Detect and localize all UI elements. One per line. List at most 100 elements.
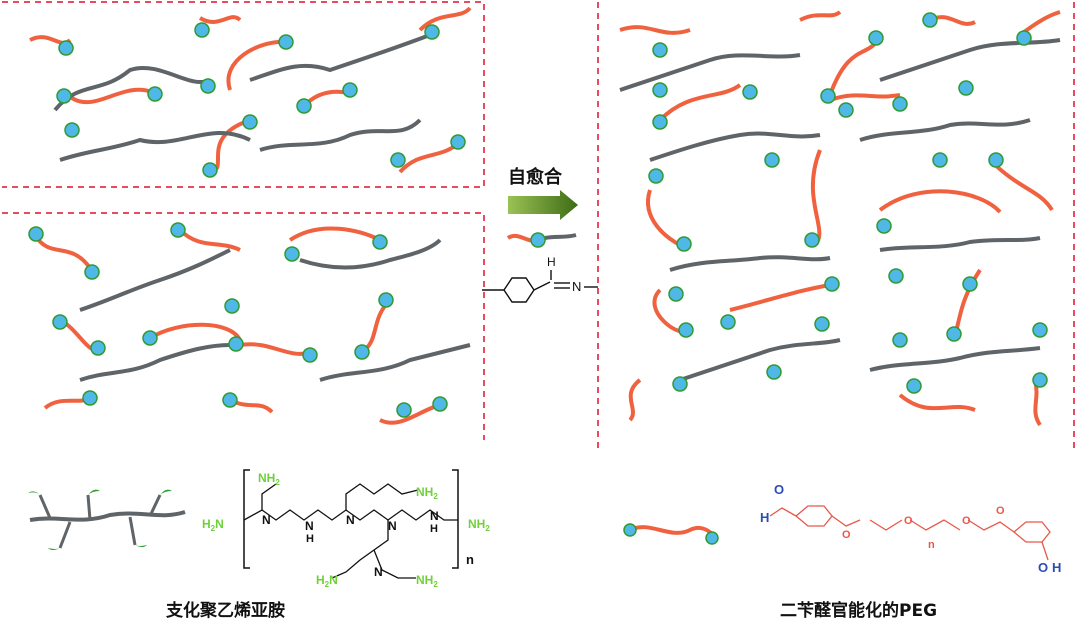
aldehyde-end-bead bbox=[90, 340, 106, 356]
aldehyde-end-bead bbox=[1032, 322, 1048, 338]
aldehyde-end-bead bbox=[450, 134, 466, 150]
aldehyde-end-bead bbox=[284, 246, 300, 262]
aldehyde-end-bead bbox=[676, 236, 692, 252]
pei-n-atom: N bbox=[346, 513, 355, 527]
pei-backbone bbox=[869, 346, 1041, 372]
peg-chain bbox=[810, 149, 822, 247]
peg-o-left: O bbox=[774, 482, 784, 497]
pei-h-atom: H bbox=[306, 533, 314, 545]
imine-h-label: H bbox=[547, 255, 556, 269]
pei-backbone bbox=[619, 53, 801, 92]
pei-icon bbox=[28, 489, 186, 550]
aldehyde-end-bead bbox=[372, 234, 388, 250]
peg-chain bbox=[898, 393, 976, 412]
pei-nh2-bottom: NH2 bbox=[416, 573, 438, 589]
peg-chain bbox=[148, 322, 242, 342]
aldehyde-end-bead bbox=[824, 276, 840, 292]
pei-backbone bbox=[649, 131, 821, 162]
aldehyde-end-bead bbox=[390, 152, 406, 168]
aldehyde-end-bead bbox=[720, 314, 736, 330]
pei-bond bbox=[373, 549, 416, 579]
arrow-label: 自愈合 bbox=[508, 167, 562, 188]
aldehyde-end-bead bbox=[876, 218, 892, 234]
peg-chain bbox=[360, 298, 392, 354]
peg-chain bbox=[646, 189, 681, 247]
peg-o-right: O bbox=[1038, 560, 1048, 575]
amine-hook bbox=[48, 548, 60, 550]
aldehyde-end-bead bbox=[766, 364, 782, 380]
aldehyde-end-bead bbox=[242, 114, 258, 130]
pei-backbone bbox=[59, 130, 251, 162]
pei-repeat-n: n bbox=[466, 552, 474, 567]
peg-chain bbox=[288, 226, 381, 242]
pei-nh2-right: NH2 bbox=[468, 517, 490, 533]
peg-h-left: H bbox=[760, 510, 769, 525]
peg-chain bbox=[239, 342, 311, 356]
imine-benzene-ring bbox=[503, 277, 535, 303]
pei-icon-branch bbox=[38, 494, 52, 519]
aldehyde-end-bead bbox=[892, 332, 908, 348]
pei-bond bbox=[345, 483, 419, 510]
pei-n-atom: N bbox=[262, 513, 271, 527]
imine-n-label: N bbox=[572, 279, 581, 294]
pei-h2n-left: H2N bbox=[202, 517, 224, 533]
peg-structure: H O O O n O O O H bbox=[760, 482, 1061, 575]
peg-benzene-left bbox=[794, 505, 833, 527]
aldehyde-end-bead bbox=[378, 292, 394, 308]
arrow-pei-backbone bbox=[544, 233, 577, 240]
pei-h2n-bottom: H2N bbox=[316, 573, 338, 589]
pei-nh2-top: NH2 bbox=[258, 471, 280, 487]
aldehyde-end-bead bbox=[1032, 372, 1048, 388]
aldehyde-end-bead bbox=[432, 396, 448, 412]
peg-bond bbox=[967, 519, 1015, 533]
pei-backbone bbox=[53, 66, 211, 112]
aldehyde-end-bead bbox=[962, 276, 978, 292]
aldehyde-end-bead bbox=[652, 114, 668, 130]
aldehyde-end-bead bbox=[222, 392, 238, 408]
aldehyde-end-bead bbox=[354, 344, 370, 360]
network-bottom-left bbox=[28, 222, 471, 425]
pei-backbone bbox=[79, 248, 231, 312]
peg-chain bbox=[658, 83, 742, 122]
aldehyde-end-bead bbox=[424, 24, 440, 40]
aldehyde-end-bead bbox=[194, 22, 210, 38]
peg-repeat-n: n bbox=[928, 539, 935, 551]
aldehyde-end-bead bbox=[888, 268, 904, 284]
aldehyde-end-bead bbox=[202, 162, 218, 178]
pei-icon-branch bbox=[58, 521, 72, 549]
aldehyde-end-bead bbox=[170, 222, 186, 238]
aldehyde-end-bead bbox=[804, 232, 820, 248]
pei-backbone bbox=[879, 38, 1061, 82]
caption-pei: 支化聚乙烯亚胺 bbox=[166, 601, 285, 621]
peg-bond bbox=[769, 507, 797, 517]
peg-icon-end-bead bbox=[623, 523, 637, 537]
pei-bracket-right bbox=[452, 469, 459, 569]
amine-hook bbox=[28, 491, 40, 495]
amine-hook bbox=[88, 489, 100, 495]
peg-icon-chain bbox=[629, 525, 714, 536]
aldehyde-end-bead bbox=[838, 102, 854, 118]
pei-h-atom: H bbox=[430, 523, 438, 535]
peg-chain bbox=[418, 6, 472, 32]
aldehyde-end-bead bbox=[52, 314, 68, 330]
aldehyde-end-bead bbox=[228, 336, 244, 352]
aldehyde-end-bead bbox=[342, 82, 358, 98]
aldehyde-end-bead bbox=[296, 98, 312, 114]
aldehyde-end-bead bbox=[932, 152, 948, 168]
pei-backbone bbox=[879, 236, 1041, 252]
peg-chain bbox=[226, 39, 287, 91]
peg-benzene-right bbox=[1012, 521, 1051, 543]
pei-backbone bbox=[259, 118, 422, 152]
aldehyde-end-bead bbox=[200, 78, 216, 94]
aldehyde-end-bead bbox=[147, 86, 163, 102]
aldehyde-end-bead bbox=[396, 402, 412, 418]
aldehyde-end-bead bbox=[958, 80, 974, 96]
aldehyde-end-bead bbox=[906, 378, 922, 394]
aldehyde-end-bead bbox=[56, 88, 72, 104]
aldehyde-end-bead bbox=[278, 34, 294, 50]
aldehyde-end-bead bbox=[28, 226, 44, 242]
caption-peg: 二苄醛官能化的PEG bbox=[780, 601, 938, 621]
peg-chain bbox=[988, 158, 1054, 212]
dashed-frames bbox=[2, 1, 1075, 452]
peg-icon-end-bead bbox=[705, 531, 719, 545]
